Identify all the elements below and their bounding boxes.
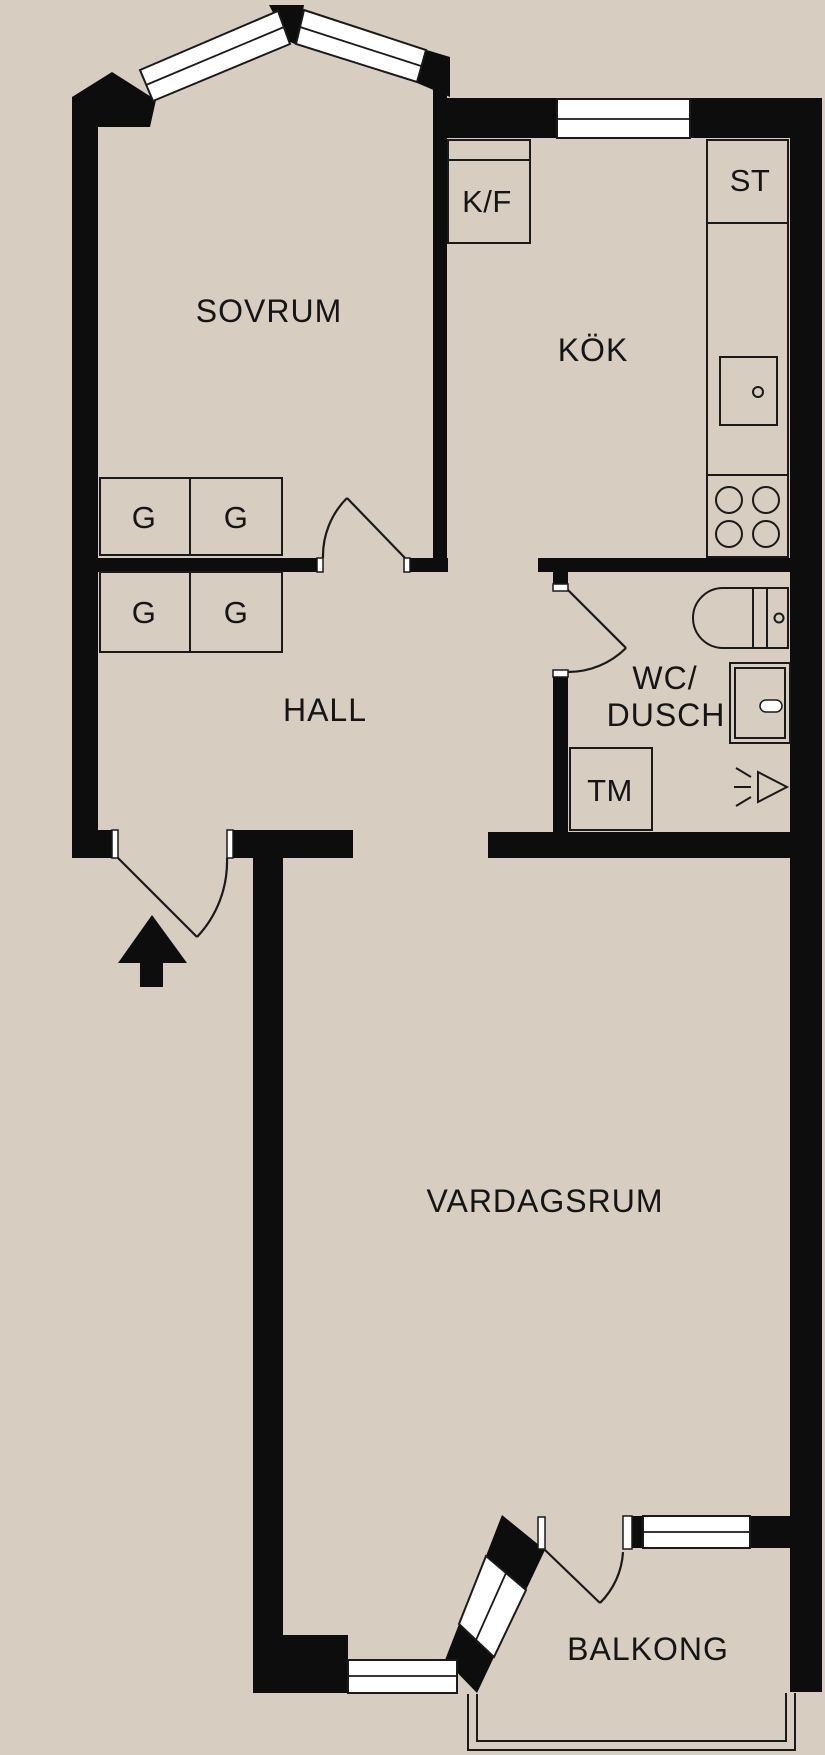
wardrobe-box [189, 571, 283, 653]
burner-icon [752, 486, 780, 514]
jamb-wc-top [552, 583, 569, 592]
jamb-entrance-right [226, 829, 234, 859]
fixture-label-tm: TM [587, 773, 633, 808]
burner-icon [752, 520, 780, 548]
wall-corner-bottomleft [253, 1635, 348, 1693]
balcony-railing [467, 1693, 796, 1751]
wall-left-outer [72, 97, 98, 830]
wall-corner-topleft [72, 72, 156, 127]
wall-sovrum-kok [433, 60, 447, 558]
livingroom-window-angled [457, 1554, 528, 1659]
railing-inner [476, 1693, 787, 1742]
railing-outer [467, 1693, 796, 1751]
washing-machine-box [569, 747, 653, 831]
wall-entrance-left [72, 830, 112, 858]
fixture-label-kf: K/F [462, 184, 512, 219]
room-label-wc-line1: WC/ [632, 660, 697, 696]
room-label-balkong: BALKONG [567, 1631, 729, 1667]
room-label-kok: KÖK [558, 332, 629, 368]
wall-balcony-door-right [632, 1516, 643, 1548]
wall-bay2-bottom-cap [445, 1624, 494, 1693]
wall-sovrum-hall-right [410, 558, 448, 572]
labels: SOVRUM KÖK HALL WC/ DUSCH VARDAGSRUM BAL… [132, 163, 771, 1667]
shower-cabin-icon [729, 662, 791, 744]
wardrobe-label: G [132, 500, 157, 535]
stove-box [706, 474, 789, 558]
sovrum-door [321, 497, 406, 559]
fixtures [99, 139, 791, 987]
burner-icon [715, 520, 743, 548]
wall-bay2-top-cap [486, 1515, 545, 1590]
kitchen-counter [706, 222, 789, 476]
door-jambs [111, 557, 633, 1550]
wall-hall-south [233, 830, 353, 858]
jamb-balcony-right [622, 1515, 633, 1550]
toilet-icon [692, 587, 789, 649]
wardrobe-label: G [132, 595, 157, 630]
fixture-label-st: ST [730, 163, 771, 198]
bay-window-right-mullion [299, 26, 422, 67]
wardrobe-label: G [224, 500, 249, 535]
jamb-entrance-left [111, 829, 119, 859]
wardrobe-label: G [224, 595, 249, 630]
jamb-balcony-left [537, 1516, 546, 1550]
closet-st-box [706, 139, 789, 224]
room-label-hall: HALL [283, 692, 367, 728]
wall-vardagsrum-west [253, 858, 283, 1635]
livingroom-window-angled-mullion [475, 1572, 507, 1641]
balcony-door [544, 1549, 625, 1604]
room-label-sovrum: SOVRUM [196, 293, 342, 329]
jamb-sovrum-right [403, 557, 411, 573]
room-label-vardagsrum: VARDAGSRUM [427, 1183, 664, 1219]
burner-icon [715, 486, 743, 514]
entrance-arrow-icon [118, 915, 187, 987]
wardrobe-box [99, 477, 191, 556]
windows [138, 8, 751, 1694]
wardrobe-box [99, 571, 191, 653]
wall-sovrum-hall [98, 558, 317, 572]
wardrobe-box [189, 477, 283, 556]
wall-wc-south [488, 832, 822, 858]
sink-drain-icon [752, 386, 764, 398]
sink-icon [719, 356, 778, 426]
doors [117, 497, 627, 1604]
shower-head-icon [734, 767, 790, 807]
wall-bottom-right [750, 1516, 790, 1548]
wc-door [567, 589, 627, 674]
jamb-sovrum-left [316, 557, 324, 573]
jamb-wc-bottom [552, 669, 569, 678]
wall-wc-west-top [553, 572, 568, 584]
room-label-wc-line2: DUSCH [607, 697, 726, 733]
wall-wc-west-bottom [553, 677, 568, 832]
wall-right-outer [790, 98, 822, 1692]
wall-kok-wc [538, 558, 790, 572]
bay-window-left-mullion [145, 26, 285, 86]
entrance-door [117, 857, 229, 938]
fridge-freezer-box [447, 139, 531, 244]
